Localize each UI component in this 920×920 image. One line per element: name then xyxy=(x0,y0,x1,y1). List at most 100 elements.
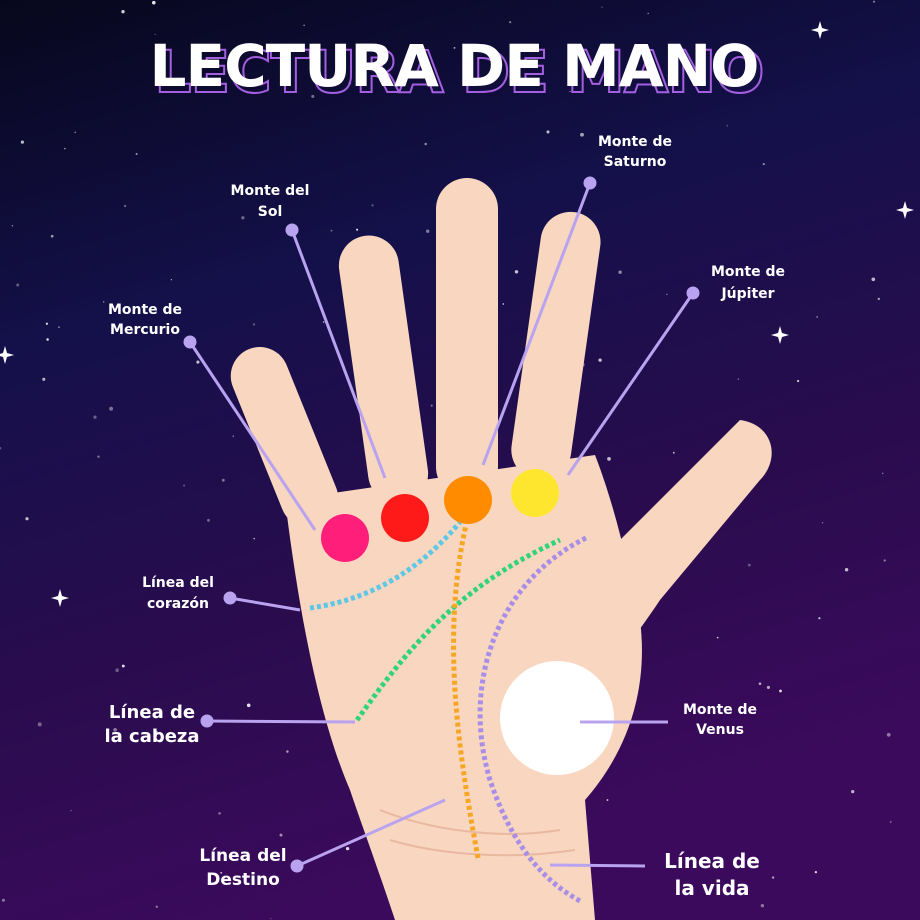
star xyxy=(135,153,138,155)
star xyxy=(207,518,210,522)
star xyxy=(154,33,156,36)
star xyxy=(872,0,876,3)
head-line xyxy=(354,537,562,722)
star xyxy=(64,147,66,150)
star xyxy=(70,809,72,812)
star xyxy=(871,277,876,282)
star xyxy=(572,78,576,81)
star xyxy=(25,517,29,521)
star xyxy=(58,326,60,329)
star xyxy=(424,142,427,146)
svg-text:Mercurio: Mercurio xyxy=(110,322,180,338)
star xyxy=(514,270,519,274)
svg-text:Línea del: Línea del xyxy=(142,575,214,591)
star xyxy=(771,876,775,879)
svg-text:Destino: Destino xyxy=(206,870,280,890)
star xyxy=(155,905,159,909)
svg-text:Monte de: Monte de xyxy=(711,264,785,280)
star xyxy=(348,81,352,85)
star xyxy=(403,67,407,72)
mount-venus xyxy=(500,661,614,775)
star xyxy=(46,338,49,341)
star xyxy=(818,617,821,620)
pointers xyxy=(183,176,700,873)
star xyxy=(279,833,283,837)
star xyxy=(796,379,800,383)
star xyxy=(121,10,125,14)
middle-finger xyxy=(436,178,498,498)
star xyxy=(42,377,46,381)
star xyxy=(16,283,20,287)
star xyxy=(616,143,620,147)
star xyxy=(607,457,611,461)
star xyxy=(286,750,289,753)
star xyxy=(330,229,333,232)
life-line xyxy=(477,535,588,905)
label-mount-saturn: Monte de Saturno xyxy=(598,134,672,170)
star xyxy=(726,124,729,127)
star xyxy=(601,6,603,8)
star xyxy=(604,140,608,144)
star xyxy=(220,871,223,874)
sparkle-star xyxy=(771,326,789,344)
label-mount-jupiter: Monte de Júpiter xyxy=(711,264,785,302)
star xyxy=(814,870,818,874)
star xyxy=(246,703,251,708)
star xyxy=(102,301,105,303)
star xyxy=(252,323,256,326)
pinky-finger xyxy=(230,347,339,528)
star xyxy=(244,879,247,881)
star xyxy=(221,478,225,482)
star xyxy=(152,0,156,5)
star xyxy=(851,789,855,794)
svg-text:Monte de: Monte de xyxy=(108,302,182,318)
star xyxy=(183,484,186,487)
star xyxy=(97,455,100,458)
star xyxy=(509,21,512,24)
star xyxy=(303,24,305,26)
star xyxy=(580,132,584,137)
star xyxy=(546,130,550,134)
svg-text:Saturno: Saturno xyxy=(604,154,667,170)
svg-text:Monte del: Monte del xyxy=(231,183,310,199)
label-fate-line: Línea del Destino xyxy=(199,846,286,890)
star xyxy=(11,224,14,227)
star xyxy=(170,279,173,281)
star xyxy=(883,559,886,562)
svg-text:la cabeza: la cabeza xyxy=(104,726,199,747)
star xyxy=(232,435,235,437)
star xyxy=(603,69,607,72)
ring-finger xyxy=(338,235,429,504)
svg-text:Monte de: Monte de xyxy=(598,134,672,150)
star xyxy=(123,204,127,208)
star xyxy=(618,270,622,274)
label-mount-sun: Monte del Sol xyxy=(231,183,310,220)
svg-text:Línea del: Línea del xyxy=(199,846,286,866)
heart-line xyxy=(309,520,462,611)
label-mount-mercury: Monte de Mercurio xyxy=(108,302,182,338)
star xyxy=(672,451,675,454)
star xyxy=(716,636,719,639)
star xyxy=(345,846,350,851)
star xyxy=(109,406,114,411)
star xyxy=(253,537,255,540)
sparkle-star xyxy=(896,201,914,219)
star xyxy=(356,228,359,231)
fate-line xyxy=(451,524,481,859)
star xyxy=(37,722,42,727)
star xyxy=(1,898,5,902)
label-mount-venus: Monte de Venus xyxy=(683,702,757,738)
star xyxy=(426,229,430,233)
star xyxy=(747,563,751,567)
star xyxy=(115,668,119,672)
star xyxy=(20,140,24,144)
star xyxy=(816,315,819,318)
star xyxy=(882,472,884,474)
star xyxy=(113,727,117,732)
title: LECTURA DE MANO LECTURA DE MANO xyxy=(150,32,766,107)
star xyxy=(606,799,609,801)
star xyxy=(844,567,849,572)
star xyxy=(779,689,782,693)
